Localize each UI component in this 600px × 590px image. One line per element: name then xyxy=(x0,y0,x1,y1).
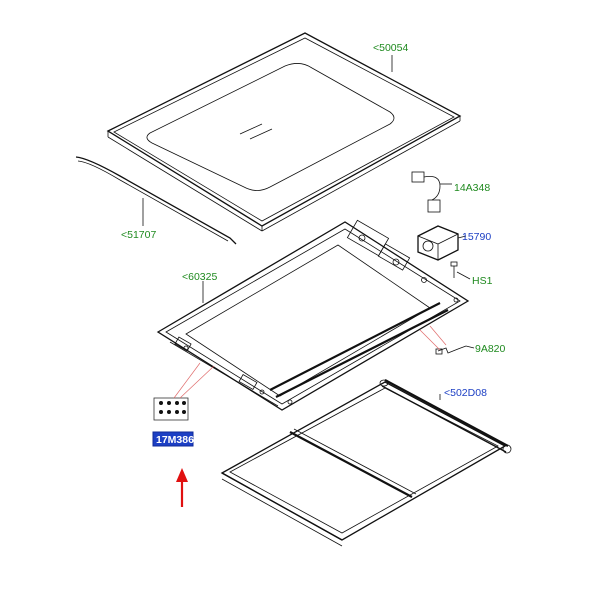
screw xyxy=(450,261,471,280)
drain-hose xyxy=(435,345,475,355)
motor xyxy=(417,225,467,261)
fastener-kit-leader-1 xyxy=(173,362,201,399)
fastener-kit xyxy=(153,397,189,421)
fastener-kit-label-box[interactable]: 17M386 xyxy=(152,431,194,447)
sunroof-frame-label: <60325 xyxy=(182,271,217,283)
sunroof-frame xyxy=(156,219,470,411)
drain-hose-label: 9A820 xyxy=(475,343,506,355)
wiring-harness xyxy=(411,171,452,213)
fastener-kit-leader-2 xyxy=(179,365,215,399)
sunblind xyxy=(220,379,512,547)
glass-panel-label: <50054 xyxy=(373,42,408,54)
drain-hose-leader-2 xyxy=(419,329,441,351)
screw-label: HS1 xyxy=(472,275,493,287)
drain-hose-leader-1 xyxy=(429,325,447,346)
seal-strip-label: <51707 xyxy=(121,229,156,241)
highlight-arrow-icon xyxy=(176,468,188,507)
glass-panel xyxy=(106,32,462,232)
motor-label: 15790 xyxy=(462,231,491,243)
sunblind-label: <502D08 xyxy=(444,387,487,399)
wiring-harness-label: 14A348 xyxy=(454,182,490,194)
seal-strip xyxy=(75,156,237,245)
fastener-kit-label: 17M386 xyxy=(156,434,194,446)
